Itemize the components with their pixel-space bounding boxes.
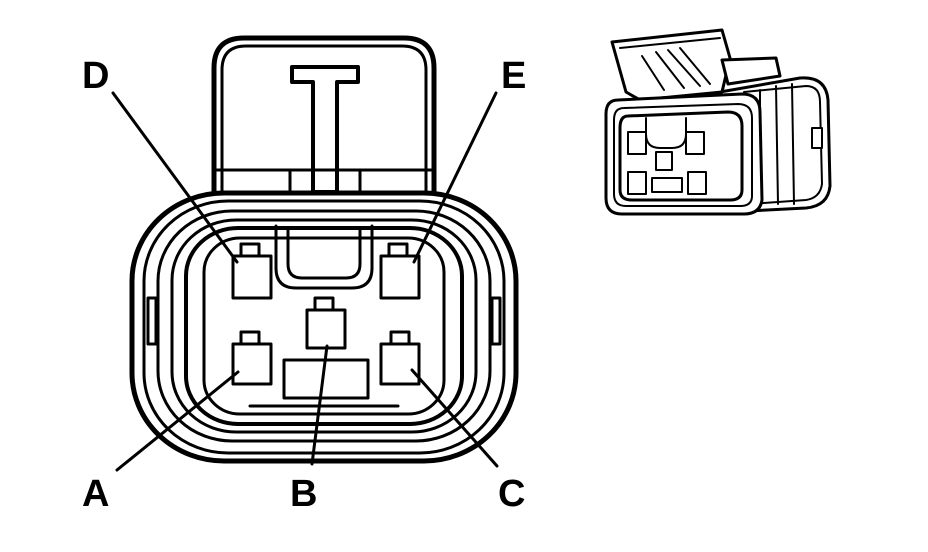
pin-label-d: D [82,55,109,97]
terminal-b [305,296,347,350]
leader-line-a [115,370,240,472]
pin-label-a: A [82,473,109,515]
terminal-d [231,242,273,300]
pin-label-c: C [498,473,525,515]
center-key-block [282,358,370,400]
pin-label-e: E [501,55,526,97]
pin-label-b: B [290,473,317,515]
terminal-a [231,330,273,386]
locking-tab [211,35,437,208]
leader-line-d [111,91,239,264]
leader-line-e [412,91,498,264]
terminal-e [379,242,421,300]
connector-isometric-view [604,28,832,216]
connector-face-view: D E A B C [82,35,526,515]
leader-line-c [410,368,499,468]
terminal-c [379,330,421,386]
leader-line-b [310,344,329,466]
key-channel [274,224,374,290]
